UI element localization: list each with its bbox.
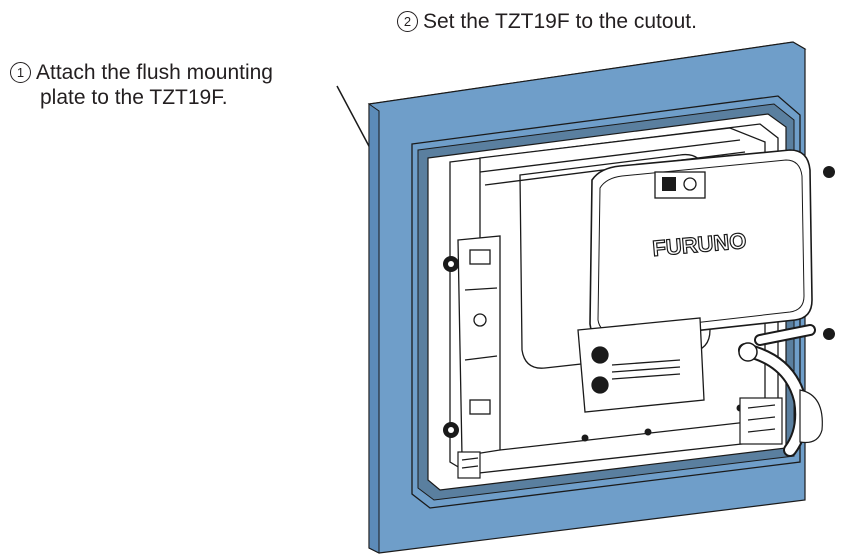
bottom-left-latch [457,451,481,479]
callout-step-2-text: Set the TZT19F to the cutout. [423,10,697,33]
bottom-right-latch [739,389,823,445]
knob-top-right [823,166,835,178]
step-number-2: 2 [397,11,418,32]
callout-step-1-line1: Attach the flush mounting [36,61,273,84]
step-number-1: 1 [10,62,31,83]
fixing-knobs [443,166,835,438]
left-bracket [457,235,501,457]
knob-bottom-right [823,328,835,340]
rear-cap: FURUNO [589,149,813,341]
connector-panel [577,317,705,413]
callout-step-1-line2: plate to the TZT19F. [40,86,228,109]
